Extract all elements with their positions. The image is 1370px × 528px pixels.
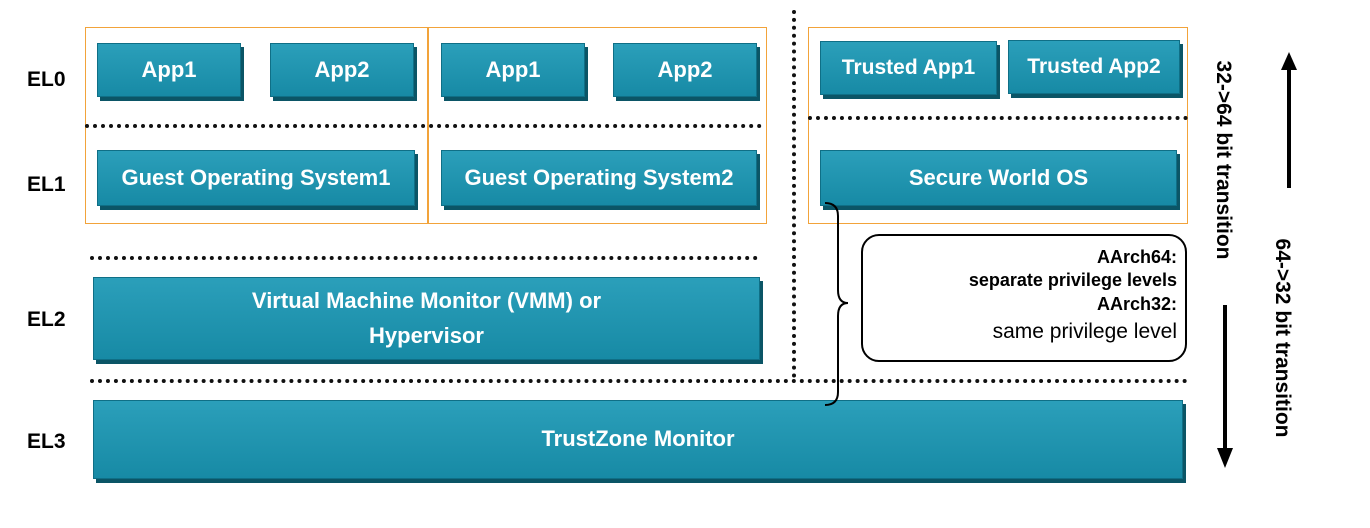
aarch32-title: AArch32: — [1096, 293, 1177, 314]
guest1-app1: App1 — [97, 43, 241, 97]
aarch-note: AArch64: separate privilege levels AArch… — [861, 234, 1187, 362]
el1-el2-separator — [90, 256, 758, 260]
secure-world-os: Secure World OS — [820, 150, 1177, 206]
curly-brace — [824, 202, 849, 406]
guest1-app2: App2 — [270, 43, 414, 97]
guest1-os: Guest Operating System1 — [97, 150, 415, 206]
level-label-el1: EL1 — [27, 173, 66, 196]
trusted-app1: Trusted App1 — [820, 41, 997, 95]
aarch64-text: separate privilege levels — [968, 270, 1177, 291]
trusted-app2: Trusted App2 — [1008, 40, 1180, 94]
aarch32-text: same privilege level — [992, 320, 1177, 344]
level-label-el2: EL2 — [27, 308, 66, 331]
level-label-el0: EL0 — [27, 68, 66, 91]
trustzone-monitor: TrustZone Monitor — [93, 400, 1183, 479]
down-transition-label: 64->32 bit transition — [1271, 238, 1294, 438]
up-transition-label: 32->64 bit transition — [1212, 60, 1235, 260]
vmm-line2: Hypervisor — [369, 322, 484, 348]
level-label-el3: EL3 — [27, 430, 66, 453]
vmm-line1: Virtual Machine Monitor (VMM) or — [251, 288, 602, 314]
guest2-os: Guest Operating System2 — [441, 150, 757, 206]
el2-el3-separator — [90, 379, 1188, 383]
el0-el1-separator-normal — [85, 124, 762, 128]
world-divider — [792, 10, 796, 378]
aarch64-title: AArch64: — [1096, 247, 1177, 267]
guest2-app2: App2 — [613, 43, 757, 97]
guest2-app1: App1 — [441, 43, 585, 97]
secure-world-group — [808, 27, 1188, 224]
up-arrow-head — [1281, 52, 1297, 70]
el0-el1-separator-secure — [808, 116, 1188, 120]
down-arrow-head — [1217, 448, 1233, 468]
vmm-hypervisor: Virtual Machine Monitor (VMM) or Hypervi… — [93, 277, 760, 360]
